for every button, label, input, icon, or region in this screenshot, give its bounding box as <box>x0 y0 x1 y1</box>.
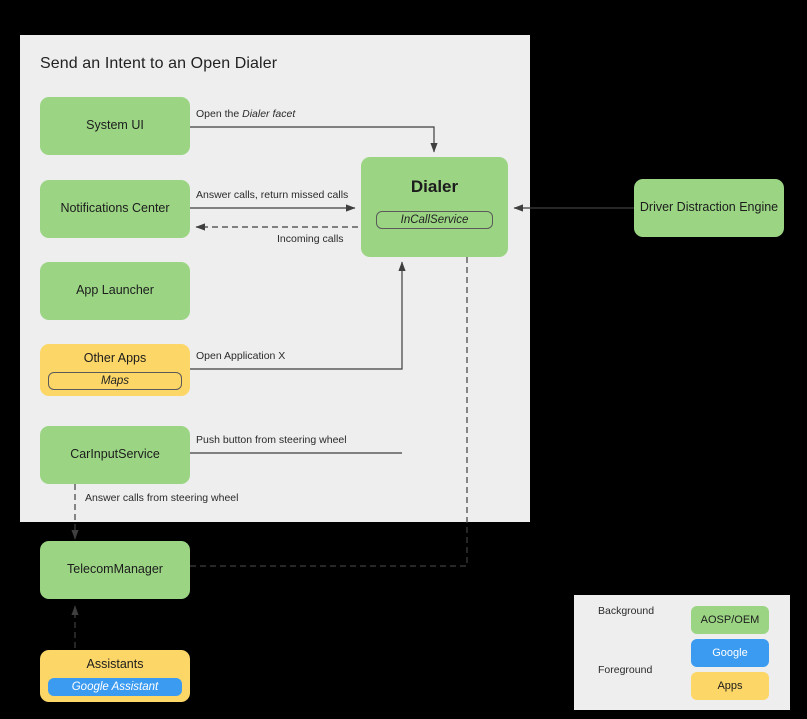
node-label: CarInputService <box>70 447 160 462</box>
node-label: App Launcher <box>76 283 154 298</box>
legend-panel: Background Foreground AOSP/OEM Google Ap… <box>574 595 790 710</box>
node-system-ui[interactable]: System UI <box>40 97 190 155</box>
node-car-input-service[interactable]: CarInputService <box>40 426 190 484</box>
node-sub-incallservice[interactable]: InCallService <box>376 211 493 230</box>
node-label: Driver Distraction Engine <box>639 200 779 215</box>
node-label: Other Apps <box>83 351 147 365</box>
node-sub-maps[interactable]: Maps <box>48 371 182 390</box>
node-dialer[interactable]: Dialer InCallService <box>361 157 508 257</box>
node-label: System UI <box>86 118 144 133</box>
legend-foreground-label: Foreground <box>598 664 653 676</box>
node-assistants[interactable]: Assistants Google Assistant <box>40 650 190 702</box>
edge-label-answer-calls-steering-wheel: Answer calls from steering wheel <box>85 492 239 504</box>
node-label: Notifications Center <box>60 201 170 216</box>
node-notifications-center[interactable]: Notifications Center <box>40 180 190 238</box>
node-driver-distraction-engine[interactable]: Driver Distraction Engine <box>634 179 784 237</box>
legend-chip-apps: Apps <box>691 672 769 700</box>
edge-label-answer-calls: Answer calls, return missed calls <box>196 189 349 201</box>
edge-label-incoming-calls: Incoming calls <box>277 233 344 245</box>
legend-background-label: Background <box>598 605 655 617</box>
legend-chip-aosp-oem: AOSP/OEM <box>691 606 769 634</box>
edge-label-open-dialer-facet: Open the Dialer facet <box>196 108 295 120</box>
edge-label-emphasis: Dialer facet <box>242 108 296 120</box>
page-title: Send an Intent to an Open Dialer <box>40 55 278 72</box>
edge-label-push-button-steering-wheel: Push button from steering wheel <box>196 434 347 446</box>
node-label: Assistants <box>86 657 144 671</box>
edge-label-open-application-x: Open Application X <box>196 350 286 362</box>
node-other-apps[interactable]: Other Apps Maps <box>40 344 190 396</box>
node-telecom-manager[interactable]: TelecomManager <box>40 541 190 599</box>
node-app-launcher[interactable]: App Launcher <box>40 262 190 320</box>
node-label: Dialer <box>410 177 459 196</box>
node-sub-google-assistant[interactable]: Google Assistant <box>48 677 182 696</box>
node-label: TelecomManager <box>67 562 163 577</box>
edge-label-text: Open the <box>196 108 243 120</box>
legend-chip-google: Google <box>691 639 769 667</box>
